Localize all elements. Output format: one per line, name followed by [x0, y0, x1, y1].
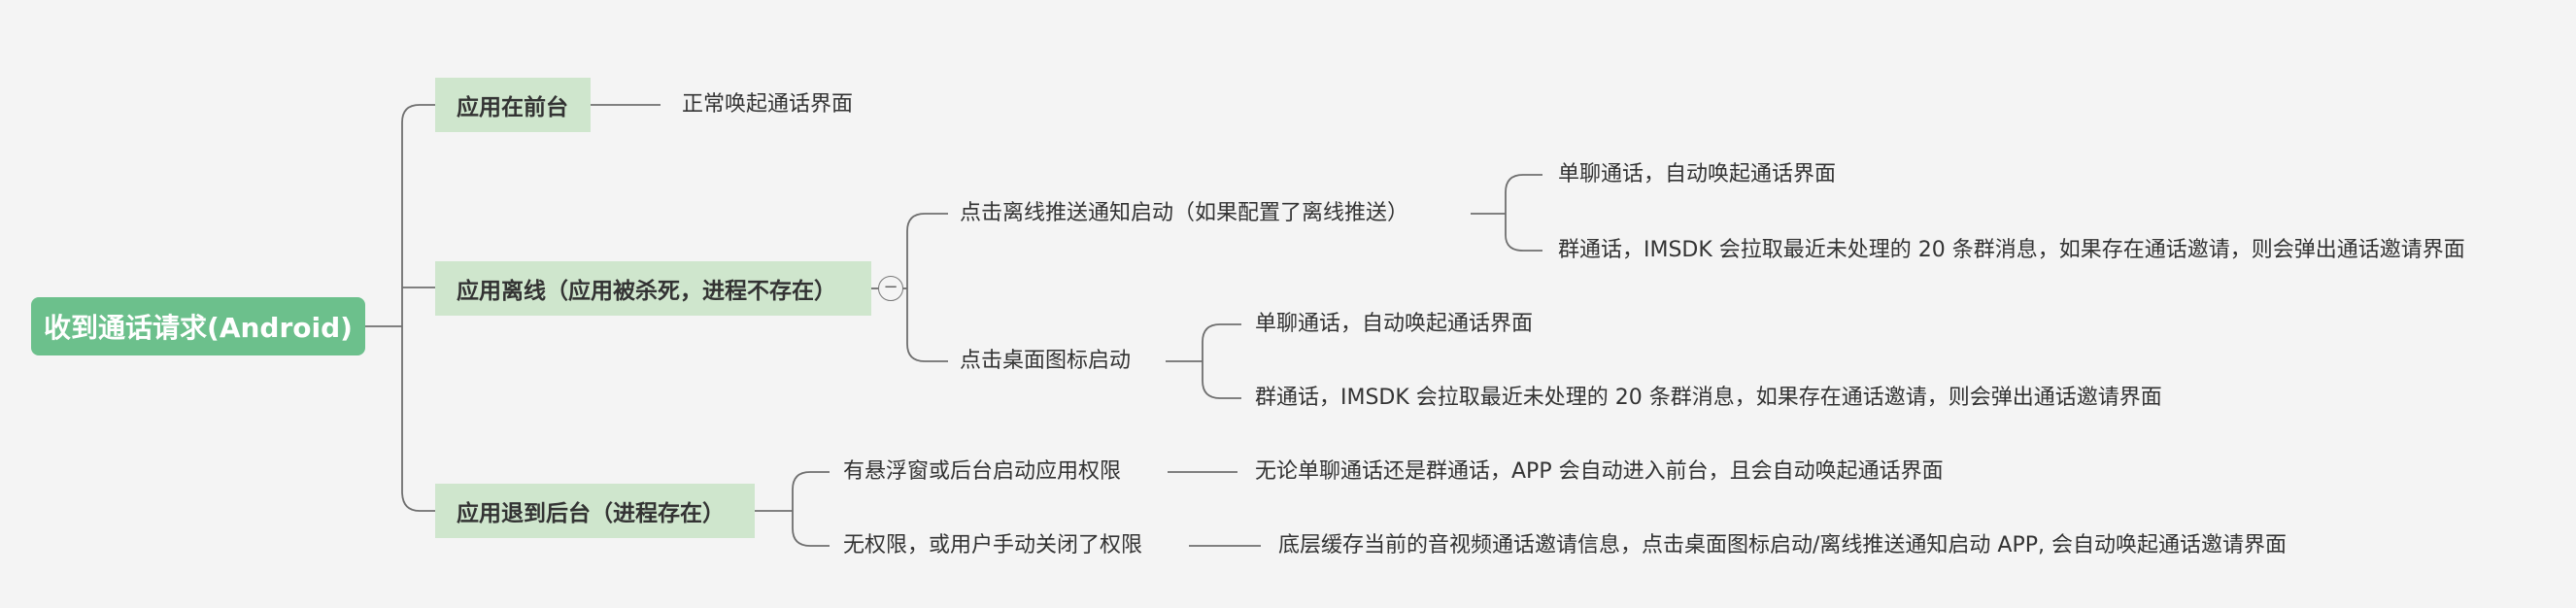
connector-icon-single	[1202, 323, 1241, 343]
leaf-icon-group-call[interactable]: 群通话，IMSDK 会拉取最近未处理的 20 条群消息，如果存在通话邀请，则会弹…	[1255, 386, 2162, 410]
connector-push-group	[1505, 234, 1542, 252]
connector-offline-push	[906, 213, 948, 232]
connector-background	[401, 490, 435, 512]
topic-offline-push-launch[interactable]: 点击离线推送通知启动（如果配置了离线推送）	[960, 201, 1409, 225]
topic-has-permission[interactable]: 有悬浮窗或后台启动应用权限	[843, 459, 1122, 484]
connector-bg-permission	[792, 471, 830, 490]
root-topic[interactable]: 收到通话请求(Android)	[31, 297, 365, 355]
topic-app-background[interactable]: 应用退到后台（进程存在）	[435, 484, 755, 538]
topic-no-permission[interactable]: 无权限，或用户手动关闭了权限	[843, 533, 1143, 557]
leaf-normal-call-ui[interactable]: 正常唤起通话界面	[682, 92, 854, 117]
connector-bg-no-permission	[792, 527, 830, 547]
connector-icon-group	[1202, 380, 1241, 399]
leaf-icon-single-call[interactable]: 单聊通话，自动唤起通话界面	[1255, 312, 1534, 336]
topic-app-foreground[interactable]: 应用在前台	[435, 78, 591, 132]
leaf-push-group-call[interactable]: 群通话，IMSDK 会拉取最近未处理的 20 条群消息，如果存在通话邀请，则会弹…	[1558, 238, 2465, 262]
leaf-auto-foreground[interactable]: 无论单聊通话还是群通话，APP 会自动进入前台，且会自动唤起通话界面	[1255, 459, 1944, 484]
leaf-push-single-call[interactable]: 单聊通话，自动唤起通话界面	[1558, 162, 1837, 186]
leaf-cached-invite[interactable]: 底层缓存当前的音视频通话邀请信息，点击桌面图标启动/离线推送通知启动 APP, …	[1278, 533, 2287, 557]
connector-push-single	[1505, 174, 1542, 193]
connector-foreground	[401, 104, 435, 123]
topic-desktop-icon-launch[interactable]: 点击桌面图标启动	[960, 349, 1132, 373]
topic-app-offline[interactable]: 应用离线（应用被杀死，进程不存在）	[435, 261, 871, 316]
collapse-toggle-icon[interactable]: −	[878, 276, 903, 301]
connector-offline-icon	[906, 343, 948, 362]
